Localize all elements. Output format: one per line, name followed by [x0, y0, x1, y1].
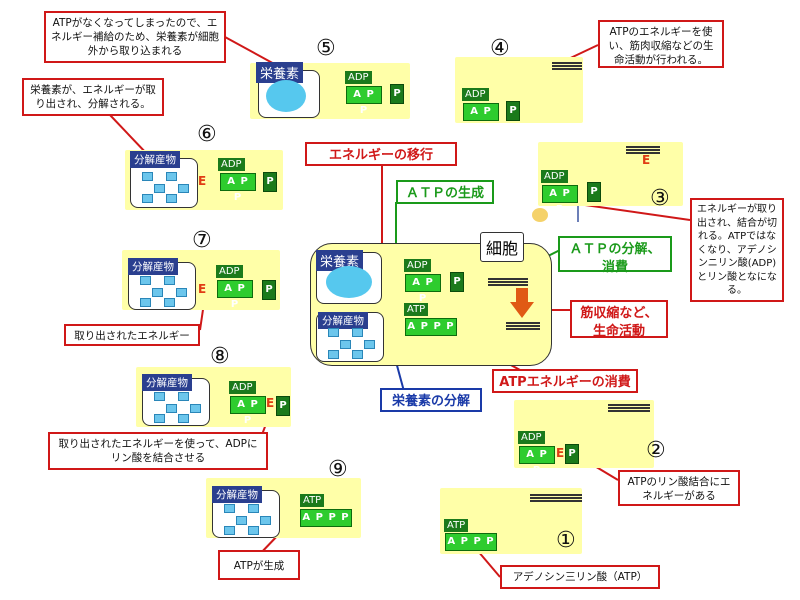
- callout-step1: アデノシン三リン酸（ATP）: [500, 565, 660, 589]
- step-number-7: ⑦: [192, 228, 212, 253]
- chick-icon: [532, 208, 548, 222]
- energy-mark: E: [556, 446, 565, 460]
- callout-muscle: 筋収縮など、生命活動: [570, 300, 668, 339]
- phosphate-box: P: [390, 84, 404, 104]
- breakdown-label: 分解産物: [128, 258, 178, 275]
- energy-mark: E: [266, 396, 275, 410]
- step-number-6: ⑥: [197, 122, 217, 147]
- breakdown-label: 分解産物: [212, 486, 262, 503]
- muscle-fiber-icon: [530, 494, 582, 502]
- energy-mark: E: [642, 153, 651, 167]
- glucose-molecule-icon: [266, 80, 306, 112]
- callout-step3: エネルギーが取り出され、結合が切れる。ATPではなくなり、アデノシンニリン酸(A…: [690, 198, 784, 302]
- adp-bar: A P P: [346, 86, 382, 116]
- adp-label: ADP: [345, 71, 372, 84]
- callout-step5: ATPがなくなってしまったので、エネルギー補給のため、栄養素が細胞外から取り込ま…: [44, 11, 226, 63]
- callout-step2: ATPのリン酸結合にエネルギーがある: [618, 470, 740, 506]
- step-number-1: ①: [556, 528, 576, 553]
- adp-label: ADP: [216, 265, 243, 278]
- down-arrow-icon: [510, 288, 534, 318]
- muscle-fiber-icon: [626, 146, 660, 154]
- phosphate-box: P: [262, 280, 276, 300]
- atp-label: ATP: [444, 519, 469, 532]
- phosphate-box: P: [587, 182, 601, 202]
- callout-step6: 栄養素が、エネルギーが取り出され、分解される。: [22, 78, 164, 116]
- adp-bar: A P P: [542, 185, 578, 215]
- glucose-molecule-icon: [326, 266, 372, 298]
- atp-bar: A P P P: [445, 533, 497, 551]
- breakdown-label: 分解産物: [142, 374, 192, 391]
- phosphate-box: P: [450, 272, 464, 292]
- step-number-2: ②: [646, 438, 666, 463]
- atp-bar: A P P P: [405, 318, 457, 336]
- muscle-fiber-icon: [552, 62, 582, 70]
- pointer-c5: [224, 36, 279, 67]
- adp-label: ADP: [229, 381, 256, 394]
- callout-step8: 取り出されたエネルギーを使って、ADPにリン酸を結合させる: [48, 432, 268, 470]
- phosphate-box: P: [263, 172, 277, 192]
- adp-bar: A P P: [519, 446, 555, 476]
- breakdown-label: 分解産物: [318, 312, 368, 329]
- step-number-8: ⑧: [210, 344, 230, 369]
- adp-label: ADP: [218, 158, 245, 171]
- callout-nutrient-breakdown: 栄養素の分解: [380, 388, 482, 412]
- phosphate-box: P: [565, 444, 579, 464]
- pointer-c6: [109, 114, 149, 156]
- callout-atp-synthesis: ＡＴＰの生成: [396, 180, 494, 204]
- atp-label: ATP: [300, 494, 325, 507]
- adp-bar: A P P: [217, 280, 253, 310]
- phosphate-box: P: [276, 396, 290, 416]
- callout-atp-breakdown: ＡＴＰの分解、消費: [558, 236, 672, 275]
- atp-bar: A P P P: [300, 509, 352, 527]
- muscle-fiber-icon: [506, 322, 540, 330]
- adp-bar: A P P: [220, 173, 256, 203]
- pointer-c3: [577, 203, 691, 221]
- adp-bar: A P P: [463, 103, 499, 133]
- callout-step9: ATPが生成: [218, 550, 300, 580]
- energy-mark: E: [198, 282, 207, 296]
- adp-label: ADP: [518, 431, 545, 444]
- adp-label: ADP: [462, 88, 489, 101]
- callout-energy-transfer: エネルギーの移行: [305, 142, 457, 166]
- phosphate-box: P: [506, 101, 520, 121]
- adp-label: ADP: [541, 170, 568, 183]
- breakdown-label: 分解産物: [130, 151, 180, 168]
- cell-label: 細胞: [480, 232, 525, 262]
- callout-step7: 取り出されたエネルギー: [64, 324, 200, 346]
- step-number-9: ⑨: [328, 457, 348, 482]
- adp-label: ADP: [404, 259, 431, 272]
- muscle-fiber-icon: [488, 278, 528, 286]
- callout-atp-energy-use: ATPエネルギーの消費: [492, 369, 638, 393]
- atp-label: ATP: [404, 303, 429, 316]
- muscle-fiber-icon: [608, 404, 650, 412]
- adp-bar: A P P: [230, 396, 266, 426]
- nutrient-label: 栄養素: [256, 62, 304, 83]
- step-number-4: ④: [490, 36, 510, 61]
- energy-mark: E: [198, 174, 207, 188]
- adp-bar: A P P: [405, 274, 441, 304]
- step-number-3: ③: [650, 186, 670, 211]
- callout-step4: ATPのエネルギーを使い、筋肉収縮などの生命活動が行われる。: [598, 20, 724, 68]
- step-number-5: ⑤: [316, 36, 336, 61]
